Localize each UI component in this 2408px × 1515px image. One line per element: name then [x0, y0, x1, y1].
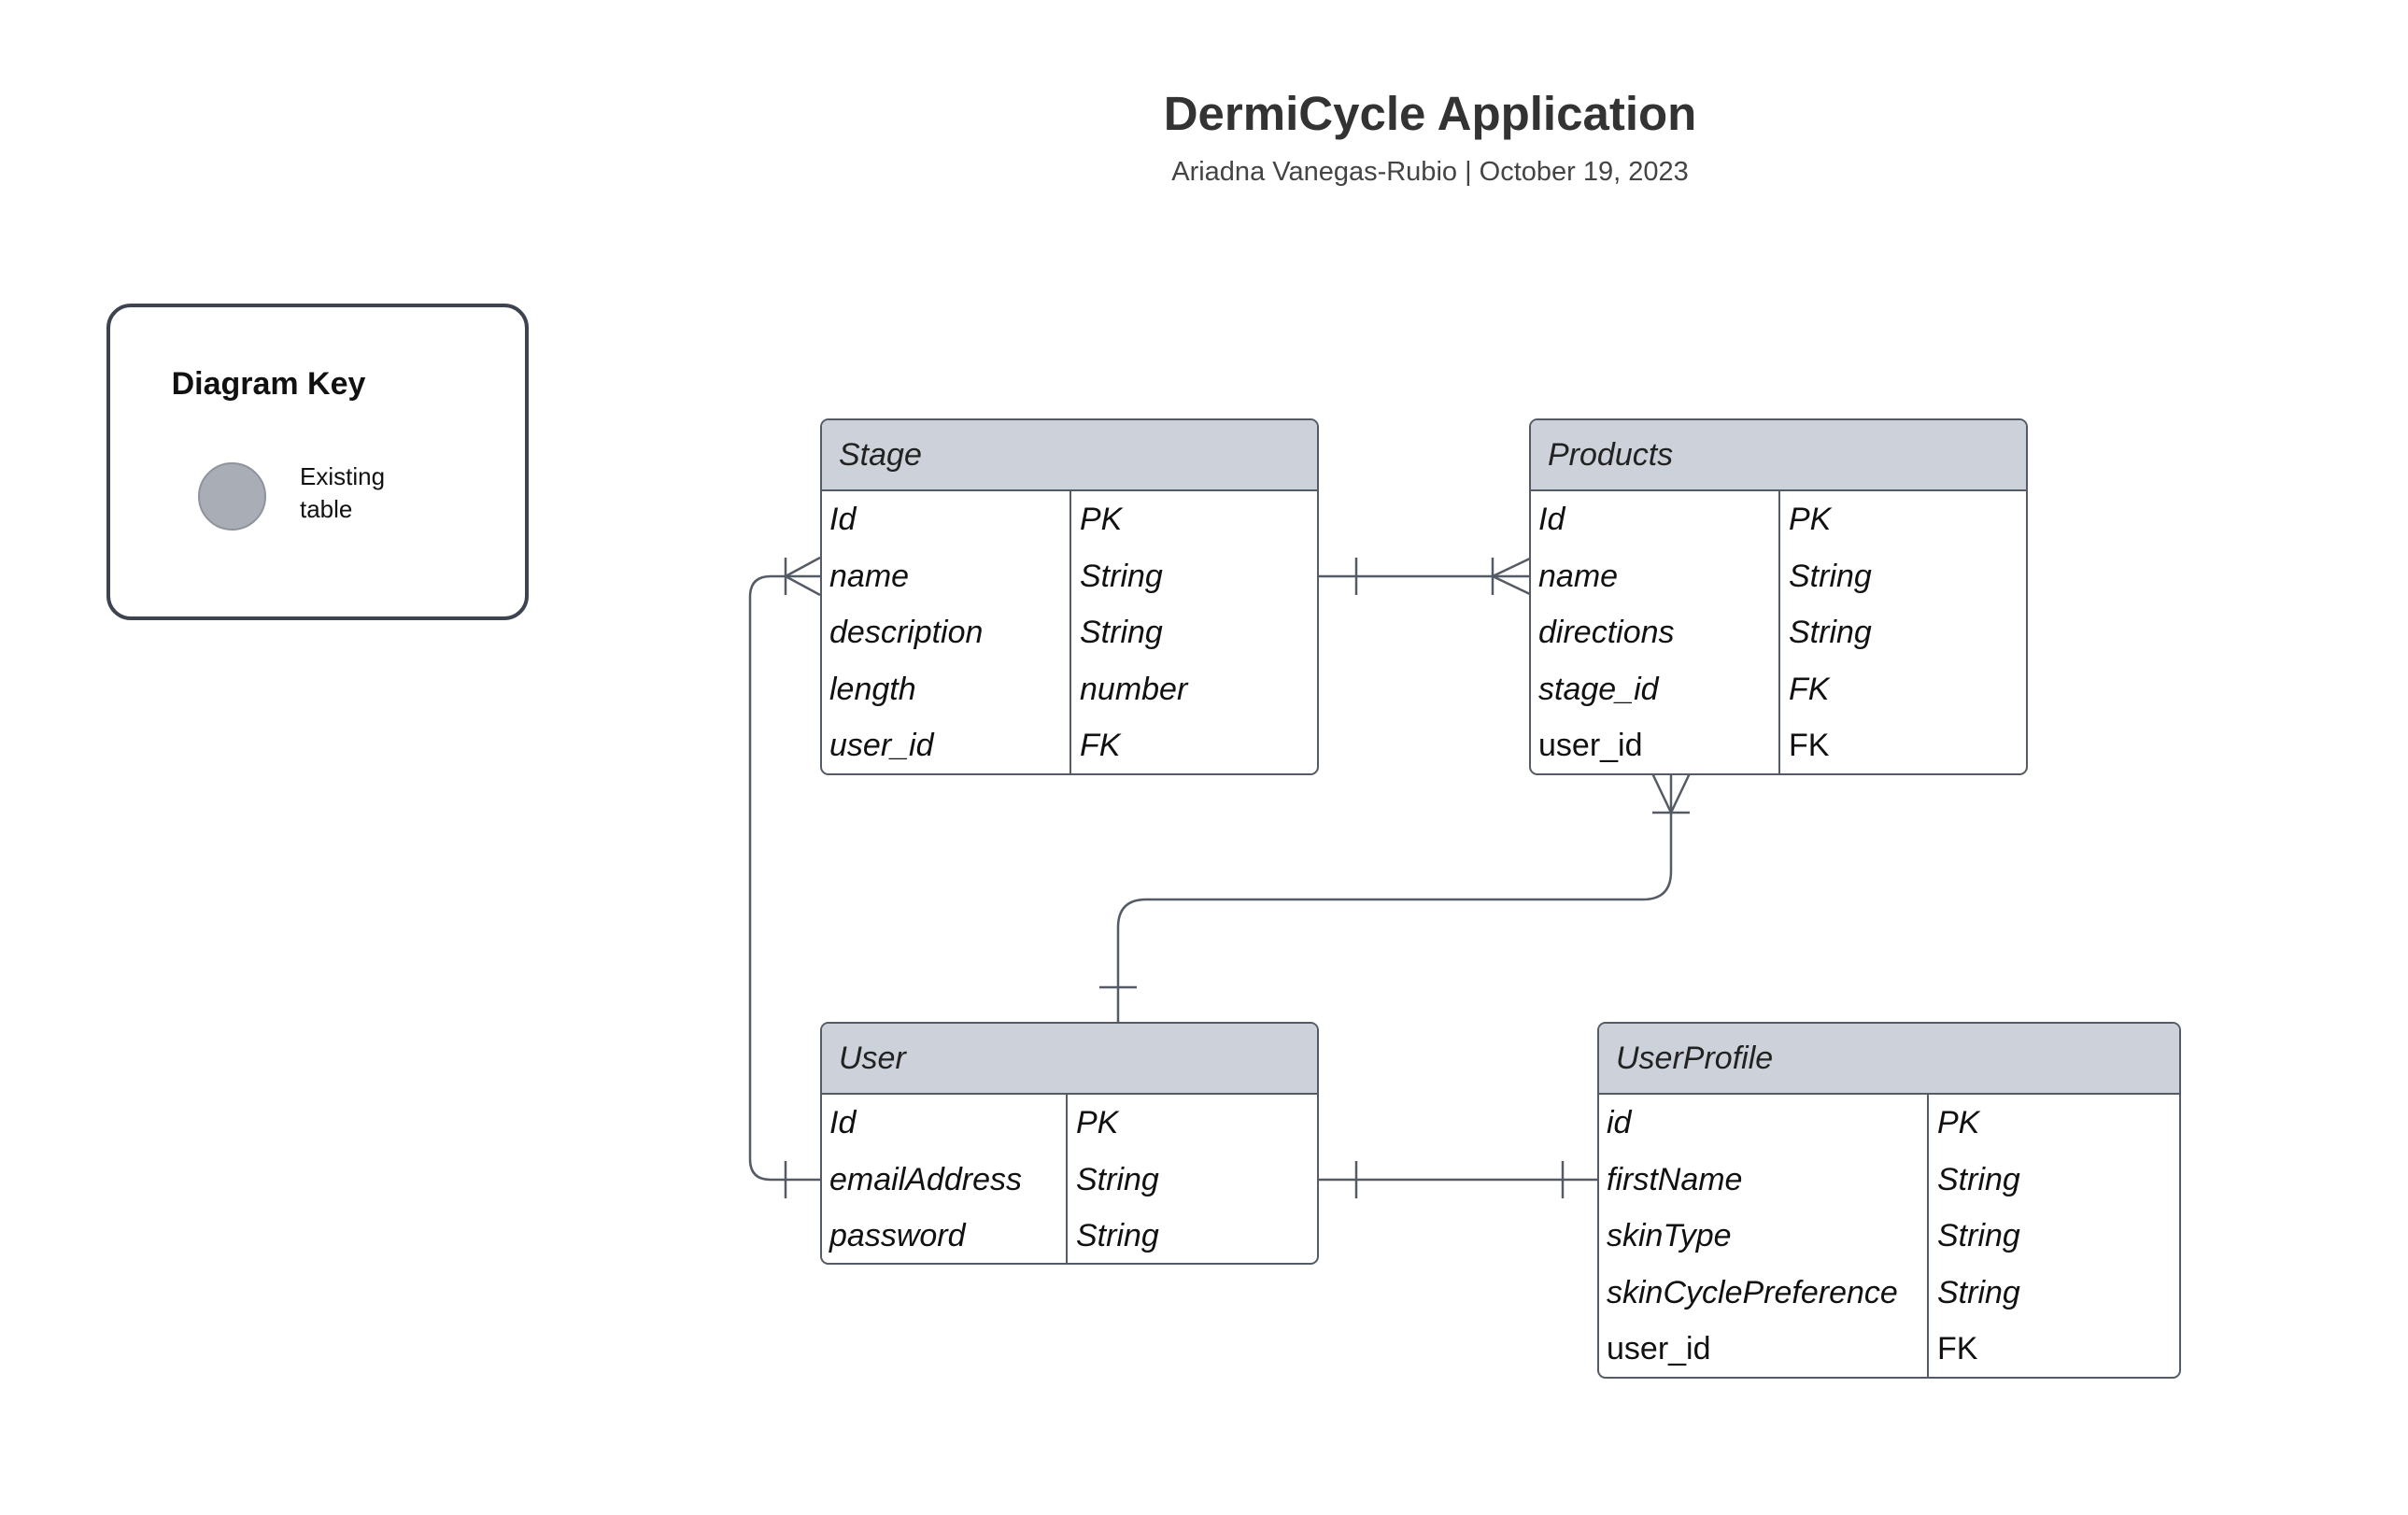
user-products-relationship	[1099, 772, 1692, 1023]
field-name: id	[1607, 1105, 1632, 1140]
user-field-password: password String	[822, 1208, 1317, 1263]
user-userprofile-relationship	[1317, 1161, 1599, 1198]
products-field-stage-id: stage_id FK	[1531, 661, 2026, 718]
field-type: String	[1937, 1161, 2020, 1197]
stage-field-description: description String	[822, 604, 1317, 661]
field-type: PK	[1937, 1105, 1980, 1140]
user-table-header[interactable]: User	[822, 1024, 1317, 1095]
field-name: user_id	[829, 728, 934, 763]
userprofile-field-user-id: user_id FK	[1599, 1321, 2179, 1377]
field-name: stage_id	[1538, 671, 1659, 707]
user-field-id: Id PK	[822, 1095, 1317, 1152]
field-name: skinCyclePreference	[1607, 1274, 1898, 1310]
products-field-name: name String	[1531, 548, 2026, 605]
field-type: number	[1080, 671, 1188, 707]
user-field-email-address: emailAddress String	[822, 1152, 1317, 1209]
page-title: DermiCycle Application	[1163, 87, 1697, 140]
stage-field-length: length number	[822, 661, 1317, 718]
field-name: user_id	[1607, 1331, 1711, 1366]
products-field-user-id: user_id FK	[1531, 717, 2026, 773]
stage-field-name: name String	[822, 548, 1317, 605]
existing-table-label: Existing table	[300, 462, 386, 523]
field-type: PK	[1789, 502, 1832, 537]
field-name: skinType	[1607, 1218, 1732, 1253]
field-type: FK	[1789, 728, 1830, 763]
field-type: PK	[1076, 1105, 1119, 1140]
diagram-key	[106, 304, 529, 620]
field-name: Id	[1538, 502, 1565, 537]
userprofile-field-skin-cycle-preference: skinCyclePreference String	[1599, 1265, 2179, 1322]
field-name: password	[829, 1218, 966, 1253]
field-type: String	[1076, 1161, 1159, 1197]
field-name: description	[829, 615, 984, 650]
user-stage-relationship	[748, 556, 821, 1198]
page-subtitle: Ariadna Vanegas-Rubio | October 19, 2023	[1171, 157, 1689, 187]
diagram-key-title: Diagram Key	[171, 366, 366, 402]
field-name: emailAddress	[829, 1161, 1022, 1197]
stage-field-user-id: user_id FK	[822, 717, 1317, 773]
field-type: String	[1080, 615, 1163, 650]
field-name: name	[829, 558, 910, 594]
user-table[interactable]: User Id PK emailAddress String password …	[820, 1022, 1319, 1265]
stage-field-id: Id PK	[822, 491, 1317, 548]
existing-table-swatch	[198, 462, 266, 531]
products-field-directions: directions String	[1531, 604, 2026, 661]
products-table-header[interactable]: Products	[1531, 420, 2026, 491]
stage-table-header[interactable]: Stage	[822, 420, 1317, 491]
userprofile-field-skin-type: skinType String	[1599, 1208, 2179, 1265]
stage-products-relationship	[1317, 556, 1533, 597]
userprofile-field-first-name: firstName String	[1599, 1152, 2179, 1209]
userprofile-field-id: id PK	[1599, 1095, 2179, 1152]
userprofile-table-header[interactable]: UserProfile	[1599, 1024, 2179, 1095]
products-table[interactable]: Products Id PK name String directions St…	[1529, 418, 2028, 775]
field-type: PK	[1080, 502, 1123, 537]
products-field-id: Id PK	[1531, 491, 2026, 548]
field-name: firstName	[1607, 1161, 1743, 1197]
field-type: String	[1080, 558, 1163, 594]
field-type: String	[1789, 615, 1872, 650]
field-type: String	[1789, 558, 1872, 594]
field-name: user_id	[1538, 728, 1643, 763]
userprofile-table[interactable]: UserProfile id PK firstName String skinT…	[1597, 1022, 2181, 1379]
field-name: name	[1538, 558, 1619, 594]
field-name: length	[829, 671, 916, 707]
field-name: Id	[829, 1105, 857, 1140]
field-name: Id	[829, 502, 857, 537]
stage-table[interactable]: Stage Id PK name String description Stri…	[820, 418, 1319, 775]
field-type: FK	[1789, 671, 1830, 707]
field-type: String	[1937, 1218, 2020, 1253]
field-name: directions	[1538, 615, 1675, 650]
field-type: String	[1076, 1218, 1159, 1253]
field-type: FK	[1080, 728, 1121, 763]
field-type: String	[1937, 1274, 2020, 1310]
field-type: FK	[1937, 1331, 1978, 1366]
